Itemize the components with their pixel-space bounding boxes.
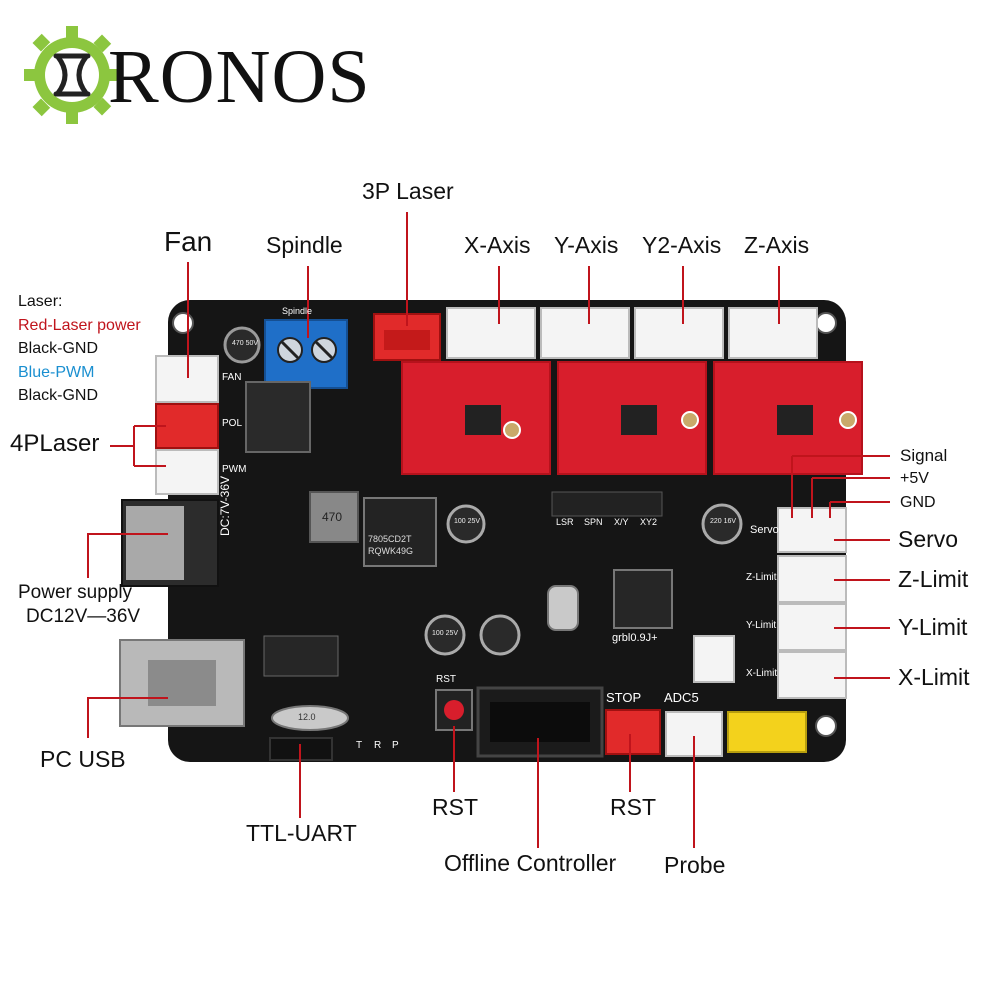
stop-connector (605, 709, 661, 755)
brand-name: RONOS (108, 35, 371, 119)
capacitor-4 (479, 614, 521, 656)
spn-silk: SPN (584, 517, 603, 527)
label-rst-left: RST (432, 794, 478, 820)
fan-connector (155, 355, 219, 403)
label-y-limit: Y-Limit (898, 614, 968, 640)
label-power-range: DC12V—36V (26, 606, 141, 627)
label-x-axis: X-Axis (464, 232, 531, 258)
label-spindle: Spindle (266, 232, 343, 258)
cap-mid-silk: 100 25V (454, 518, 481, 525)
label-signal: Signal (900, 446, 948, 465)
label-power-supply: Power supply (18, 582, 133, 603)
gear-hourglass-logo (24, 26, 120, 124)
spindle-silk: Spindle (282, 306, 313, 316)
uart-crystal (271, 705, 349, 731)
servo-silk: Servo (750, 524, 779, 536)
pin-header (551, 491, 663, 517)
label-y2-axis: Y2-Axis (642, 232, 722, 258)
zlimit-silk: Z-Limit (746, 572, 777, 583)
xy-silk: X/Y (614, 517, 629, 527)
label-gnd: GND (900, 494, 936, 511)
ylimit-silk: Y-Limit (746, 620, 777, 631)
cap-small-silk: 470 50V (232, 340, 259, 347)
microcontroller (613, 569, 673, 629)
legend-black-gnd-1: Black-GND (18, 340, 99, 357)
label-3p-laser: 3P Laser (362, 178, 454, 204)
label-y-axis: Y-Axis (554, 232, 619, 258)
label-4p-laser: 4PLaser (10, 430, 100, 457)
capacitor-1 (446, 504, 486, 544)
capacitor-2 (701, 503, 743, 545)
laser4p-connector-white (155, 449, 219, 495)
inductor-silk: 470 (322, 510, 343, 524)
legend-black-gnd-2: Black-GND (18, 387, 99, 404)
laser-wiring-legend: Laser: Red-Laser power Black-GND Blue-PW… (18, 290, 141, 408)
fan-silk: FAN (222, 372, 242, 383)
xlimit-silk: X-Limit (746, 668, 778, 679)
label-offline-controller: Offline Controller (444, 850, 617, 876)
stepper-driver-2 (557, 361, 707, 475)
dc-range-silk: DC:7V-36V (218, 475, 232, 536)
pwm-silk: PWM (222, 464, 247, 475)
adc5-side-connector (693, 635, 735, 683)
rst-silk: RST (436, 674, 456, 685)
stepper-driver-3 (713, 361, 863, 475)
label-plus5v: +5V (900, 470, 929, 487)
regulator-code-silk: RQWK49G (368, 546, 414, 556)
cap-left-silk: 100 25V (432, 630, 459, 637)
x-axis-connector (446, 307, 536, 359)
lsr-silk: LSR (556, 517, 574, 527)
legend-blue-pwm: Blue-PWM (18, 363, 95, 381)
p-silk: P (392, 740, 399, 751)
label-fan: Fan (164, 226, 213, 257)
label-x-limit: X-Limit (898, 664, 970, 690)
label-rst-right: RST (610, 794, 656, 820)
y2-axis-connector (634, 307, 724, 359)
legend-title: Laser: (18, 293, 63, 310)
capacitor-3 (424, 614, 466, 656)
voltage-regulator (363, 497, 437, 567)
label-z-axis: Z-Axis (744, 232, 810, 258)
xy2-silk: XY2 (640, 517, 658, 527)
legend-red-power: Red-Laser power (18, 316, 141, 334)
label-pc-usb: PC USB (40, 746, 126, 772)
t-silk: T (356, 740, 363, 751)
regulator-silk: 7805CD2T (368, 534, 412, 544)
adc5-silk: ADC5 (664, 690, 699, 705)
z-axis-connector (728, 307, 818, 359)
label-servo: Servo (898, 526, 959, 552)
label-z-limit: Z-Limit (898, 566, 969, 592)
leader-lines (87, 212, 890, 848)
crystal (547, 585, 579, 631)
capacitor-small (223, 326, 261, 364)
firmware-silk: grbl0.9J+ (612, 632, 658, 644)
laser4p-connector-red (155, 403, 219, 449)
stepper-driver-1 (401, 361, 551, 475)
mosfet (245, 381, 311, 453)
x-limit-connector (777, 651, 847, 699)
cap-right-silk: 220 16V (710, 518, 737, 525)
label-probe: Probe (664, 852, 726, 878)
r-silk: R (374, 740, 382, 751)
y-axis-connector (540, 307, 630, 359)
stop-silk: STOP (606, 690, 642, 705)
pol-silk: POL (222, 418, 243, 429)
inductor (309, 491, 359, 543)
crystal-silk: 12.0 (298, 712, 316, 722)
label-ttl-uart: TTL-UART (246, 820, 357, 846)
usb-serial-chip (263, 635, 339, 677)
yellow-jumpers (727, 711, 807, 753)
